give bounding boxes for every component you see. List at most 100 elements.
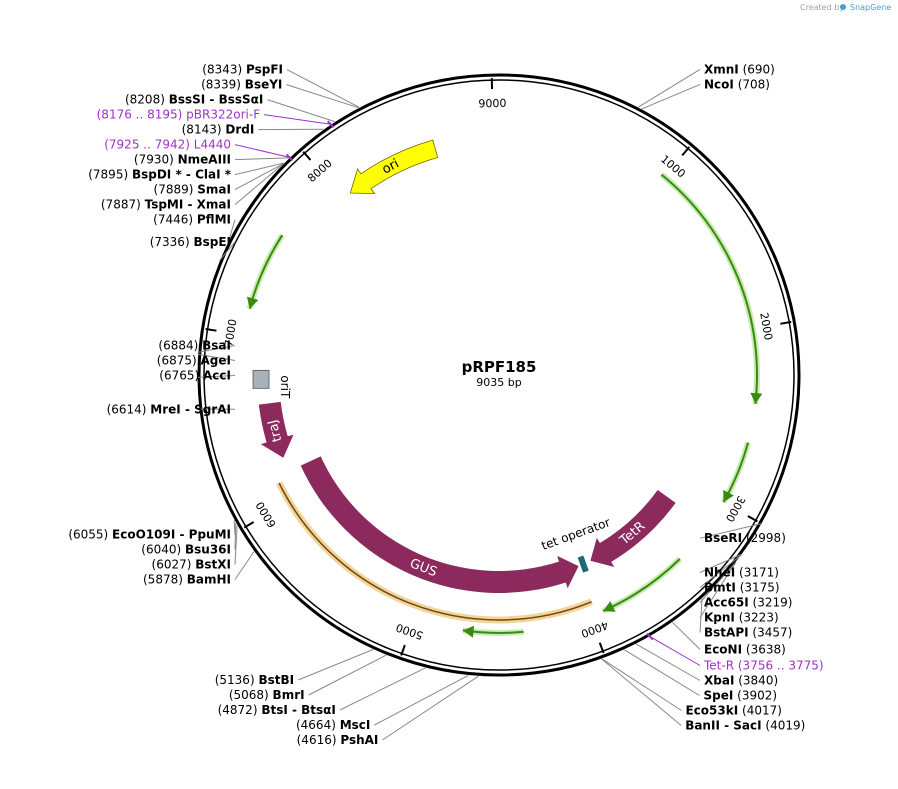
enzyme-label-9: (7887) TspMI - XmaI bbox=[101, 198, 231, 212]
leader-line-13 bbox=[197, 353, 236, 361]
leader-line-35 bbox=[635, 643, 701, 681]
enzyme-label-15: (6614) MreI - SgrAI bbox=[107, 402, 231, 416]
enzyme-pos-2: (8208) bbox=[125, 93, 165, 107]
orf-arrowhead-4 bbox=[246, 296, 259, 309]
enzyme-pos-27: (2998) bbox=[746, 531, 786, 545]
enzyme-label-36: SpeI (3902) bbox=[704, 689, 778, 703]
enzyme-pos-35: (3840) bbox=[738, 674, 778, 688]
feature-arrow-ori bbox=[349, 139, 439, 195]
enzyme-pos-38: (4019) bbox=[765, 719, 805, 733]
enzyme-label-13: (6875) AgeI bbox=[157, 354, 231, 368]
leader-line-23 bbox=[374, 674, 469, 726]
leader-line-9 bbox=[234, 163, 284, 205]
enzyme-name-32: BstAPI bbox=[704, 626, 749, 640]
enzyme-name-10: PflMI bbox=[197, 213, 231, 227]
enzyme-label-19: (5878) BamHI bbox=[143, 573, 231, 587]
orf-halo-4 bbox=[246, 233, 285, 310]
enzyme-label-4: (8143) DrdI bbox=[182, 123, 255, 137]
snapgene-brand: SnapGene bbox=[850, 3, 891, 12]
enzyme-name-27: BseRI bbox=[704, 531, 742, 545]
enzyme-label-16: (6055) EcoO109I - PpuMI bbox=[68, 528, 231, 542]
enzyme-name-31: KpnI bbox=[704, 611, 735, 625]
enzyme-name-36: SpeI bbox=[704, 689, 734, 703]
enzyme-label-23: (4664) MscI bbox=[296, 718, 370, 732]
tick-label-4000: 4000 bbox=[579, 618, 610, 640]
leader-line-2 bbox=[267, 99, 335, 123]
enzyme-label-21: (5068) BmrI bbox=[229, 688, 305, 702]
enzyme-pos-26: (708) bbox=[738, 77, 770, 91]
feature-label-ori: ori bbox=[380, 156, 402, 177]
enzyme-pos-24: (4616) bbox=[297, 733, 337, 747]
leader-line-10 bbox=[228, 219, 236, 240]
enzyme-pos-5: (7925 .. 7942) bbox=[104, 138, 190, 152]
tick-label-6000: 6000 bbox=[253, 499, 279, 530]
enzyme-name-23: MscI bbox=[340, 718, 371, 732]
enzyme-pos-18: (6027) bbox=[152, 558, 192, 572]
enzyme-pos-9: (7887) bbox=[101, 198, 141, 212]
feature-arrow-GUS bbox=[300, 456, 579, 593]
created-by-text: Created by bbox=[800, 3, 844, 12]
enzyme-name-38: BanII - SacI bbox=[685, 719, 761, 733]
primer-mark-5 bbox=[285, 153, 294, 162]
tick-5000 bbox=[400, 644, 406, 656]
enzyme-name-1: BseYI bbox=[245, 78, 283, 92]
enzyme-leader-lines bbox=[196, 68, 763, 741]
enzyme-pos-8: (7889) bbox=[154, 183, 194, 197]
enzyme-label-11: (7336) BspEI bbox=[150, 235, 231, 249]
enzyme-label-20: (5136) BstBI bbox=[215, 673, 294, 687]
enzyme-label-10: (7446) PflMI bbox=[153, 213, 231, 227]
leader-line-25 bbox=[638, 68, 701, 108]
enzyme-label-3: (8176 .. 8195) pBR322ori-F bbox=[97, 108, 261, 122]
enzyme-label-22: (4872) BtsI - BtsαI bbox=[218, 703, 336, 717]
feature-traJ: traJ bbox=[258, 401, 294, 458]
tick-8000 bbox=[302, 151, 312, 161]
enzyme-pos-19: (5878) bbox=[143, 573, 183, 587]
enzyme-label-18: (6027) BstXI bbox=[152, 558, 231, 572]
enzyme-label-34: Tet-R (3756 .. 3775) bbox=[703, 659, 824, 673]
leader-line-0 bbox=[286, 69, 360, 108]
enzyme-pos-29: (3175) bbox=[740, 581, 780, 595]
enzyme-pos-21: (5068) bbox=[229, 688, 269, 702]
enzyme-name-21: BmrI bbox=[273, 688, 305, 702]
feature-label-oriT: oriT bbox=[278, 375, 292, 399]
feature-label-traJ: traJ bbox=[265, 418, 285, 443]
leader-line-12 bbox=[197, 345, 236, 353]
tick-label-5000: 5000 bbox=[394, 621, 425, 642]
primer-mark-34 bbox=[646, 632, 654, 641]
feature-ori: ori bbox=[349, 139, 439, 195]
enzyme-label-28: NheI (3171) bbox=[704, 566, 779, 580]
leader-line-6 bbox=[234, 157, 290, 161]
enzyme-labels: XmnI (690)NcoI (708)BseRI (2998)NheI (31… bbox=[68, 62, 823, 747]
enzyme-name-26: NcoI bbox=[704, 77, 734, 91]
tick-2000 bbox=[780, 320, 792, 325]
leader-line-20 bbox=[297, 649, 374, 681]
enzyme-label-33: EcoNI (3638) bbox=[704, 642, 786, 656]
feature-box-tet-operator bbox=[577, 555, 589, 573]
orf-arcs bbox=[246, 172, 763, 638]
leader-line-37 bbox=[601, 658, 682, 711]
enzyme-name-12: BsaI bbox=[202, 339, 231, 353]
leader-line-32 bbox=[699, 598, 703, 633]
enzyme-label-29: BmtI (3175) bbox=[704, 581, 780, 595]
enzyme-pos-3: (8176 .. 8195) bbox=[97, 108, 183, 122]
leader-line-19 bbox=[234, 551, 255, 580]
tick-label-2000: 2000 bbox=[757, 311, 775, 341]
enzyme-label-32: BstAPI (3457) bbox=[704, 626, 792, 640]
enzyme-name-0: PspFI bbox=[246, 63, 283, 77]
enzyme-name-8: SmaI bbox=[197, 183, 231, 197]
orf-arrowhead-2 bbox=[603, 601, 616, 612]
tick-3000 bbox=[747, 515, 758, 523]
leader-line-7 bbox=[234, 162, 285, 176]
enzyme-name-13: AgeI bbox=[201, 354, 231, 368]
enzyme-name-33: EcoNI bbox=[704, 642, 742, 656]
leader-line-33 bbox=[672, 621, 701, 650]
leader-line-24 bbox=[382, 675, 479, 741]
feature-arrow-traJ bbox=[258, 401, 294, 458]
enzyme-pos-17: (6040) bbox=[141, 543, 181, 557]
orf-arrowhead-1 bbox=[723, 489, 734, 503]
enzyme-pos-6: (7930) bbox=[134, 153, 174, 167]
enzyme-label-5: (7925 .. 7942) L4440 bbox=[104, 138, 231, 152]
enzyme-pos-22: (4872) bbox=[218, 703, 258, 717]
enzyme-pos-32: (3457) bbox=[752, 626, 792, 640]
